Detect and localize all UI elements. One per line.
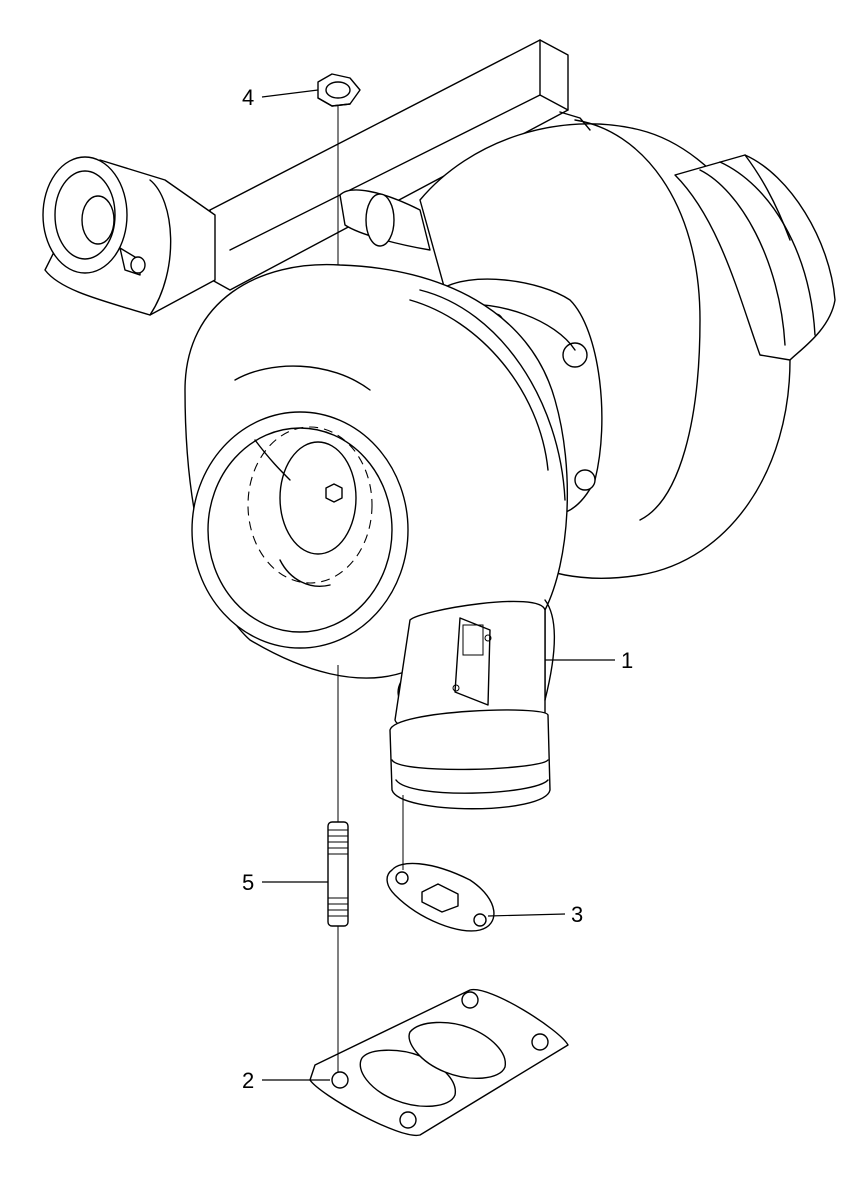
leader-lines	[261, 89, 615, 1081]
callout-labels: 1 2 3 4 5	[242, 85, 633, 1093]
assembly-axis-lines	[337, 105, 404, 1072]
callout-4: 4	[242, 85, 254, 110]
oil-pipe	[339, 189, 431, 251]
air-inlet-elbow	[42, 156, 216, 316]
turbine-housing	[184, 263, 569, 701]
callout-1: 1	[621, 648, 633, 673]
callout-2: 2	[242, 1068, 254, 1093]
callout-3: 3	[571, 902, 583, 927]
callout-5: 5	[242, 870, 254, 895]
turbine-outlet	[389, 599, 556, 810]
part-2-flange-gasket	[309, 989, 569, 1136]
part-4-flange-nut	[317, 73, 361, 107]
part-3-oil-gasket	[386, 862, 495, 932]
part-5-stud	[327, 821, 349, 927]
